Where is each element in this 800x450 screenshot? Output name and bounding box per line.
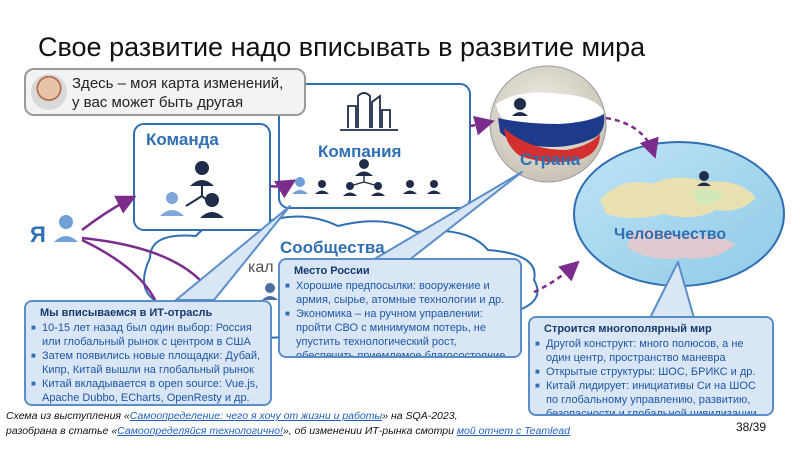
list-item: 10-15 лет назад был один выбор: Россия и… bbox=[31, 321, 264, 349]
node-team-label: Команда bbox=[146, 130, 219, 149]
list-item: Открытые структуры: ШОС, БРИКС и др. bbox=[535, 365, 766, 379]
node-ya: Я bbox=[30, 222, 46, 247]
callout-it-list: 10-15 лет назад был один выбор: Россия и… bbox=[26, 321, 270, 404]
person-icon bbox=[54, 215, 78, 242]
arrow-communities-humanity bbox=[533, 260, 580, 294]
world-map-icon bbox=[573, 141, 785, 287]
footer-text: » на SQA-2023, bbox=[382, 410, 458, 422]
speech-line-1: Здесь – моя карта изменений, bbox=[72, 75, 284, 92]
callout-it: Мы вписываемся в ИТ-отрасль 10-15 лет на… bbox=[24, 300, 272, 406]
callout-world-list: Другой конструкт: много полюсов, а не од… bbox=[530, 337, 772, 414]
list-item: Китай лидирует: инициативы Си на ШОС по … bbox=[535, 379, 766, 414]
arrow-ya-team bbox=[81, 195, 137, 231]
arrow-ya-lower bbox=[81, 238, 158, 303]
company-people-icon bbox=[315, 159, 441, 196]
slide-title: Свое развитие надо вписывать в развитие … bbox=[38, 32, 646, 62]
footer-note: Схема из выступления «Самоопределение: ч… bbox=[6, 409, 570, 439]
list-item: Затем появились новые площадки: Дубай, К… bbox=[31, 349, 264, 377]
footer-line-1: Схема из выступления «Самоопределение: ч… bbox=[6, 409, 570, 424]
globe-icon bbox=[489, 65, 607, 183]
list-item: Китай вкладывается в open source: Vue.js… bbox=[31, 377, 264, 404]
report-link[interactable]: мой отчет с Teamlead bbox=[456, 425, 570, 437]
talk-link[interactable]: Самоопределение: чего я хочу от жизни и … bbox=[129, 410, 383, 422]
node-partial-label: кал bbox=[248, 259, 274, 276]
speech-line-2: у вас может быть другая bbox=[72, 94, 244, 111]
skyline-icon bbox=[340, 92, 398, 131]
node-company-label: Компания bbox=[318, 142, 402, 161]
list-item: Хорошие предпосылки: вооружение и армия,… bbox=[285, 279, 514, 307]
avatar-photo bbox=[31, 74, 67, 110]
callout-it-header: Мы вписываемся в ИТ-отрасль bbox=[40, 307, 213, 319]
company-box bbox=[278, 83, 471, 209]
node-humanity-label: Человечество bbox=[614, 226, 727, 243]
team-box bbox=[133, 123, 271, 231]
footer-text: разобрана в статье « bbox=[6, 425, 118, 437]
callout-russia: Место России Хорошие предпосылки: вооруж… bbox=[278, 258, 522, 358]
footer-text: », об изменении ИТ-рынка смотри bbox=[282, 425, 457, 437]
callout-russia-list: Хорошие предпосылки: вооружение и армия,… bbox=[280, 279, 520, 356]
article-link[interactable]: Самоопределяйся технологично! bbox=[117, 425, 283, 437]
node-communities-label: Сообщества bbox=[280, 238, 385, 257]
speech-box: Здесь – моя карта изменений, у вас может… bbox=[24, 68, 306, 116]
node-country-label: Страна bbox=[520, 150, 581, 169]
speech-text: Здесь – моя карта изменений, у вас может… bbox=[72, 74, 283, 112]
team-icon bbox=[160, 161, 224, 218]
arrow-team-company bbox=[269, 179, 297, 199]
arrow-company-country bbox=[469, 115, 495, 136]
footer-line-2: разобрана в статье «Самоопределяйся техн… bbox=[6, 424, 570, 439]
callout-world: Строится многополярный мир Другой констр… bbox=[528, 316, 774, 416]
list-item: Экономика – на ручном управлении: пройти… bbox=[285, 307, 514, 356]
page-number: 38/39 bbox=[736, 420, 767, 434]
user-node-icon bbox=[262, 98, 711, 300]
footer-text: Схема из выступления « bbox=[6, 410, 130, 422]
callout-russia-header: Место России bbox=[294, 265, 370, 277]
callout-world-header: Строится многополярный мир bbox=[544, 323, 712, 335]
list-item: Другой конструкт: много полюсов, а не од… bbox=[535, 337, 766, 365]
arrow-country-humanity bbox=[605, 116, 659, 159]
